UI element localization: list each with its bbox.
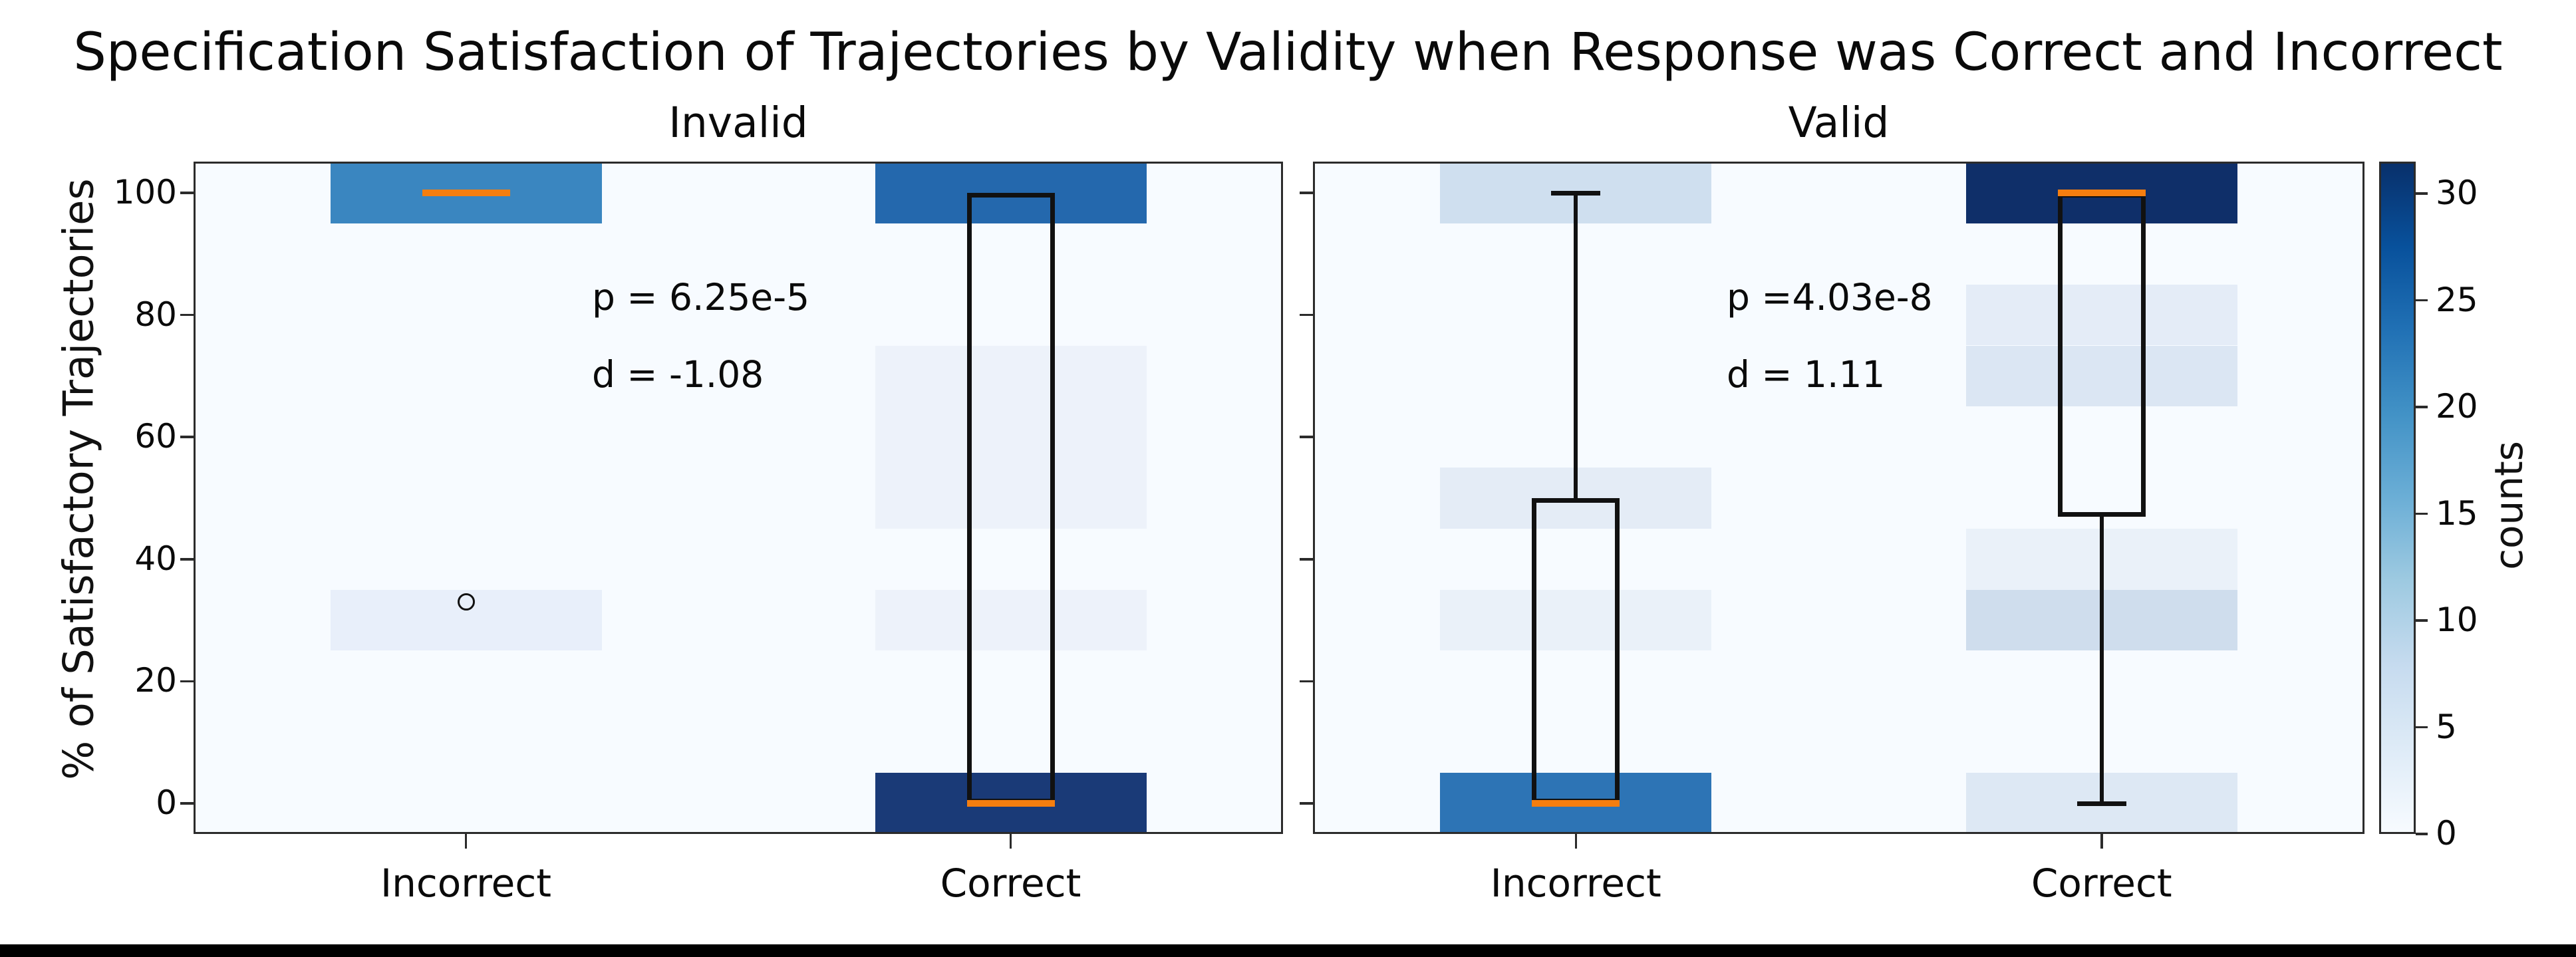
y-tick-mark bbox=[180, 802, 194, 805]
axes-spines bbox=[1313, 162, 2364, 834]
y-tick-mark bbox=[1300, 436, 1313, 438]
colorbar-tick-mark bbox=[2416, 726, 2428, 729]
subplot-title: Valid bbox=[1788, 98, 1890, 147]
p-value-annotation: p =4.03e-8 bbox=[1727, 276, 1933, 319]
y-tick-mark bbox=[180, 313, 194, 317]
median-line bbox=[2057, 190, 2146, 196]
p-value-annotation: p = 6.25e-5 bbox=[592, 276, 810, 319]
y-tick-mark bbox=[180, 680, 194, 683]
x-tick-mark bbox=[2100, 834, 2103, 849]
effect-size-annotation: d = -1.08 bbox=[592, 353, 764, 396]
y-tick-mark bbox=[1300, 802, 1313, 805]
y-axis-label: % of Satisfactory Trajectories bbox=[54, 178, 103, 780]
x-tick-mark bbox=[1009, 834, 1012, 849]
x-tick-label: Incorrect bbox=[1490, 861, 1661, 906]
y-tick-mark bbox=[1300, 558, 1313, 561]
median-line bbox=[422, 190, 510, 196]
colorbar-tick-label: 10 bbox=[2436, 601, 2478, 640]
y-tick-label: 80 bbox=[134, 295, 177, 334]
outlier-marker bbox=[457, 593, 475, 611]
heatmap-cell bbox=[1965, 345, 2237, 407]
colorbar-tick-mark bbox=[2416, 512, 2428, 515]
y-tick-mark bbox=[1300, 313, 1313, 317]
y-tick-label: 60 bbox=[134, 417, 177, 456]
median-line bbox=[966, 800, 1055, 807]
y-tick-label: 20 bbox=[134, 661, 177, 700]
heatmap-cell bbox=[1440, 589, 1712, 651]
colorbar-tick-mark bbox=[2416, 406, 2428, 408]
x-tick-label: Correct bbox=[940, 861, 1081, 906]
colorbar-tick-label: 20 bbox=[2436, 387, 2478, 426]
y-tick-mark bbox=[180, 436, 194, 438]
x-tick-mark bbox=[1574, 834, 1577, 849]
heatmap-cell bbox=[1965, 284, 2237, 346]
colorbar-tick-mark bbox=[2416, 299, 2428, 302]
colorbar-tick-label: 5 bbox=[2436, 707, 2457, 746]
y-tick-mark bbox=[180, 558, 194, 561]
colorbar-tick-mark bbox=[2416, 833, 2428, 835]
median-line bbox=[1532, 800, 1620, 807]
y-tick-mark bbox=[1300, 680, 1313, 683]
bottom-black-strip bbox=[0, 944, 2576, 957]
colorbar-gradient bbox=[2379, 162, 2416, 834]
colorbar-tick-label: 30 bbox=[2436, 174, 2478, 213]
heatmap-cell bbox=[875, 345, 1147, 407]
x-tick-label: Incorrect bbox=[380, 861, 551, 906]
chart-title: Specification Satisfaction of Trajectori… bbox=[73, 23, 2503, 82]
colorbar-label-text: counts bbox=[2486, 441, 2532, 570]
colorbar-tick-mark bbox=[2416, 619, 2428, 622]
y-tick-mark bbox=[180, 192, 194, 194]
heatmap-cell bbox=[875, 468, 1147, 529]
heatmap-cell bbox=[875, 162, 1147, 223]
y-tick-label: 0 bbox=[156, 783, 177, 822]
x-tick-label: Correct bbox=[2031, 861, 2172, 906]
x-tick-mark bbox=[464, 834, 468, 849]
colorbar-tick-label: 0 bbox=[2436, 814, 2457, 853]
heatmap-cell bbox=[875, 406, 1147, 468]
y-tick-label: 100 bbox=[113, 173, 177, 211]
heatmap-cell bbox=[875, 589, 1147, 651]
whisker-cap-low bbox=[2076, 801, 2126, 806]
whisker-cap-high bbox=[1551, 190, 1601, 196]
subplot-title: Invalid bbox=[668, 98, 808, 147]
effect-size-annotation: d = 1.11 bbox=[1727, 353, 1886, 396]
whisker-line-low bbox=[2099, 516, 2104, 803]
colorbar-label: counts bbox=[2469, 286, 2549, 725]
colorbar-tick-mark bbox=[2416, 192, 2428, 195]
colorbar-tick-label: 15 bbox=[2436, 493, 2478, 533]
whisker-line-high bbox=[1574, 193, 1578, 498]
y-tick-label: 40 bbox=[134, 539, 177, 578]
colorbar-tick-label: 25 bbox=[2436, 280, 2478, 319]
y-tick-mark bbox=[1300, 192, 1313, 194]
axes-spines bbox=[194, 162, 1283, 834]
